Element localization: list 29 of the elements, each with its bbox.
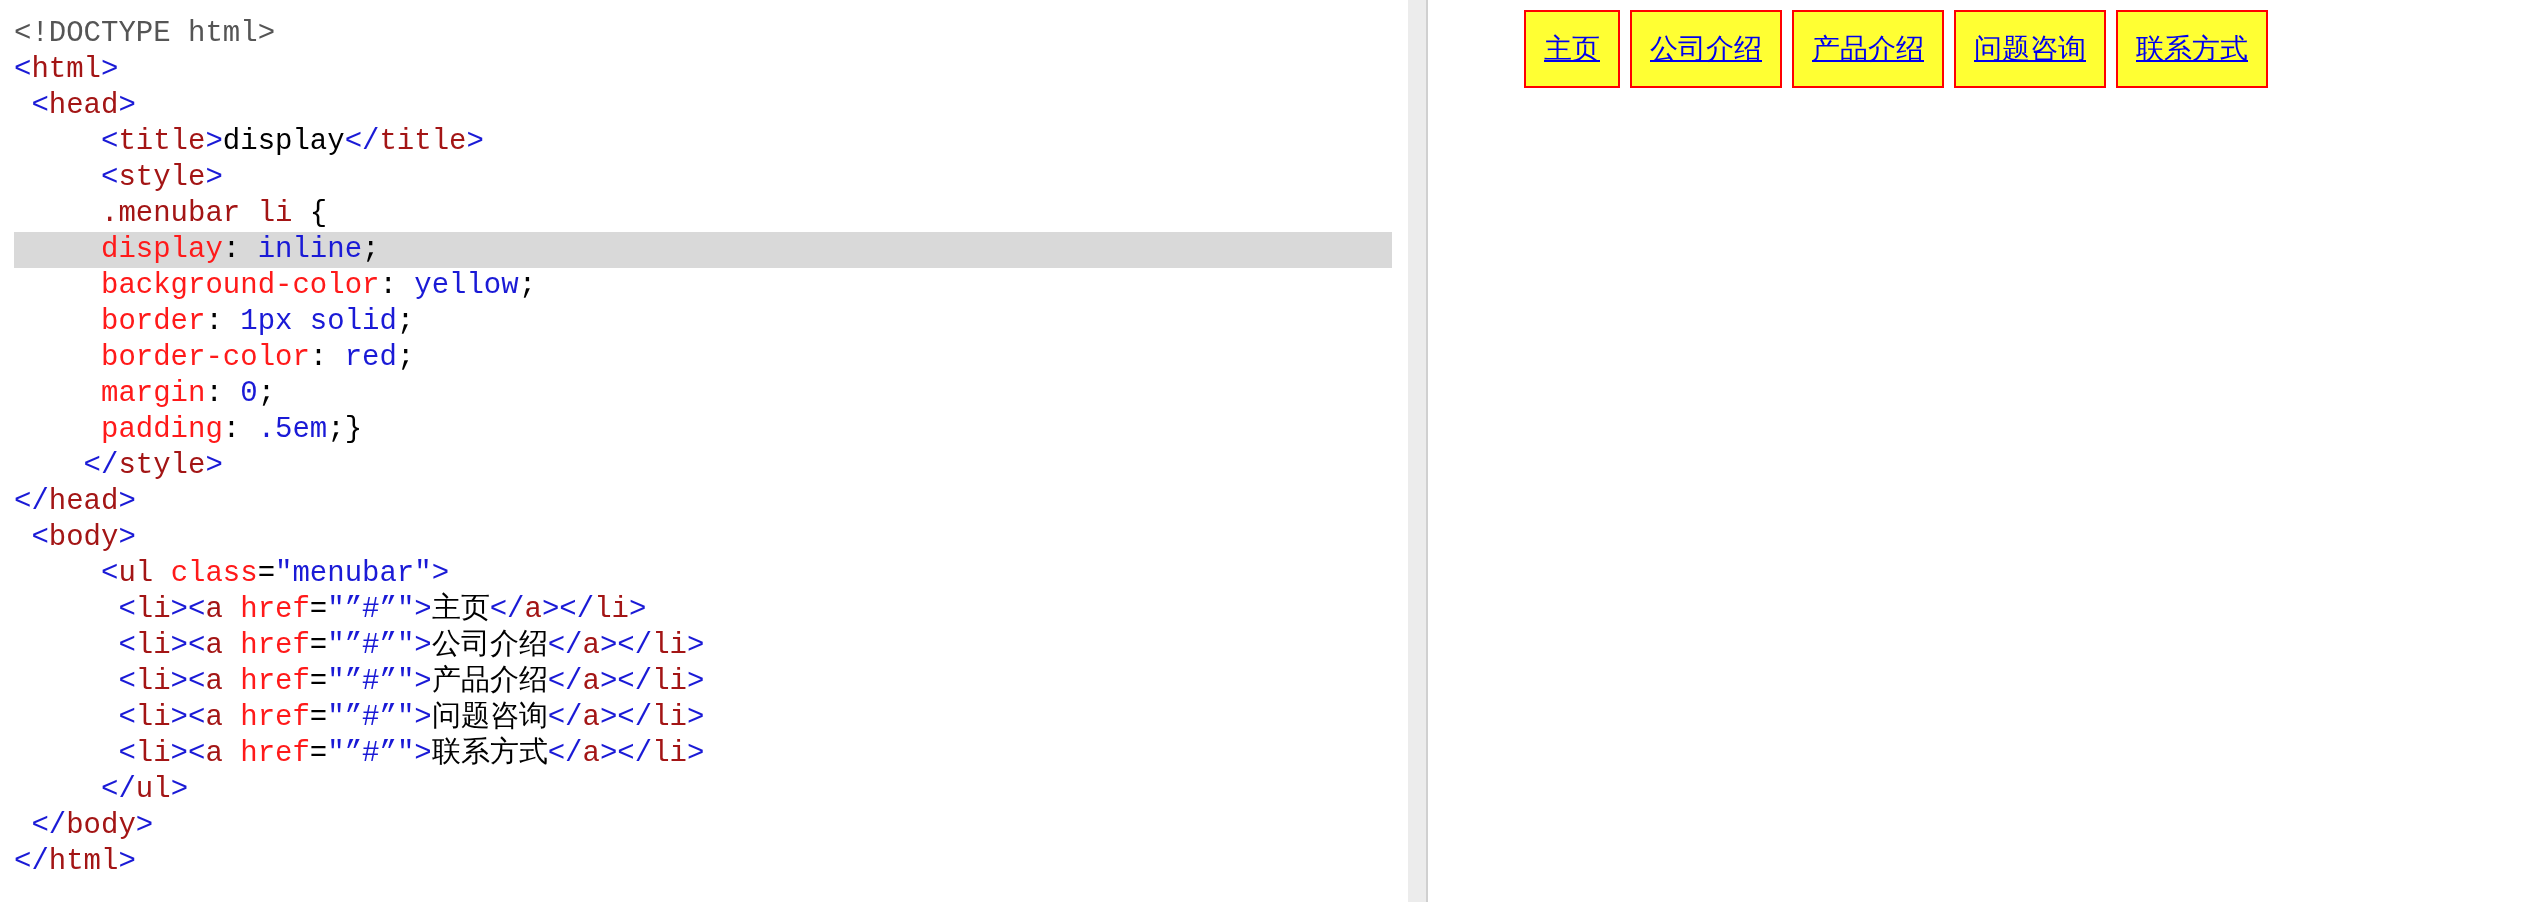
- code-line: </ul>: [101, 772, 189, 808]
- code-line: <li><a href="”#”">产品介绍</a></li>: [118, 664, 705, 700]
- code-line: </body>: [31, 808, 154, 844]
- menu-link: 联系方式: [2116, 10, 2268, 88]
- code-line: </head>: [14, 484, 136, 520]
- code-line: <li><a href="”#”">联系方式</a></li>: [118, 735, 705, 772]
- code-line: <title>display</title>: [101, 124, 484, 160]
- code-line: <li><a href="”#”">公司介绍</a></li>: [118, 628, 705, 664]
- code-line: <body>: [31, 520, 136, 556]
- code-line: </html>: [14, 844, 136, 880]
- code-line: <style>: [101, 160, 223, 196]
- code-line: padding: .5em;}: [101, 412, 363, 448]
- code-line: <html>: [14, 52, 119, 88]
- menu-link: 产品介绍: [1792, 10, 1944, 88]
- menu-link: 主页: [1524, 10, 1620, 88]
- code-line: background-color: yellow;: [101, 268, 537, 304]
- code-line: border: 1px solid;: [101, 304, 415, 340]
- menu-link: 公司介绍: [1630, 10, 1782, 88]
- code-line: <li><a href="”#”">主页</a></li>: [118, 591, 647, 628]
- code-line: <!DOCTYPE html>: [14, 16, 276, 52]
- menu-link: 问题咨询: [1954, 10, 2106, 88]
- code-line: display: inline;: [101, 232, 380, 268]
- code-line: </style>: [83, 448, 223, 484]
- code-line: <ul class="menubar">: [101, 556, 450, 592]
- code-line: .menubar li {: [101, 196, 328, 232]
- code-line: <li><a href="”#”">问题咨询</a></li>: [118, 700, 705, 736]
- code-line: border-color: red;: [101, 340, 415, 376]
- code-line: margin: 0;: [101, 376, 276, 412]
- code-line: <head>: [31, 88, 136, 124]
